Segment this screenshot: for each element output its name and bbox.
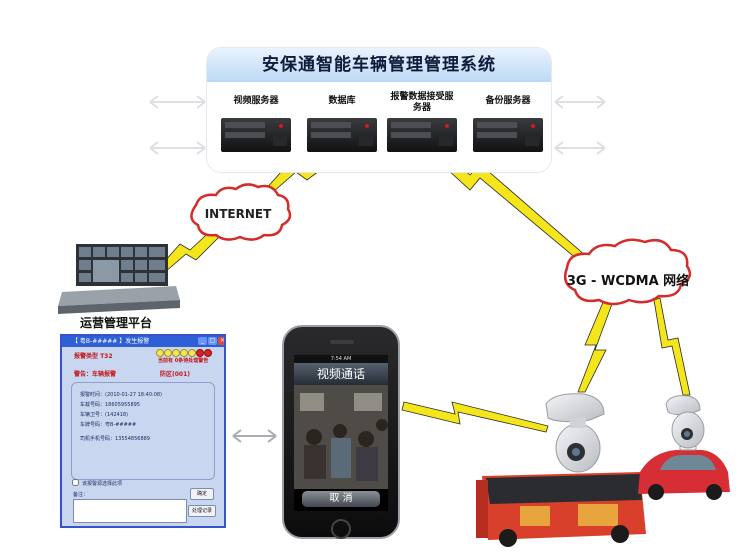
- minimize-button[interactable]: _: [198, 337, 207, 345]
- note-label: 备注：: [73, 492, 89, 498]
- close-button[interactable]: ×: [218, 337, 226, 345]
- video-call-title: 视频通话: [294, 363, 388, 385]
- status-light-icon: [188, 349, 196, 357]
- phone-earpiece: [330, 340, 354, 344]
- maximize-button[interactable]: □: [208, 337, 217, 345]
- status-light-icon: [204, 349, 212, 357]
- pending-status: 当前有 0条待处理警告: [158, 358, 209, 364]
- alert-label: 警告：车辆报警: [74, 371, 117, 378]
- security-camera-icon: [545, 393, 605, 473]
- backup-server-label: 备份服务器: [485, 96, 531, 106]
- alarm-type: 报警类型 T32: [74, 353, 113, 360]
- note-input[interactable]: [73, 499, 187, 523]
- status-light-icon: [180, 349, 188, 357]
- defense-zone: 防区(001): [160, 371, 191, 378]
- database-label: 数据库: [328, 96, 356, 106]
- server-rack-icon: [387, 118, 457, 152]
- confirm-button[interactable]: 确定: [190, 488, 214, 500]
- detail-line: 车载号码：18605955895: [80, 402, 140, 408]
- security-camera-icon: [665, 395, 705, 449]
- server-rack-icon: [221, 118, 291, 152]
- management-system-panel: 安保通智能车辆管理管理系统 视频服务器 数据库 报警数据接受服务器 备份服务器: [207, 48, 551, 172]
- checkbox-label: 该报警源选择此项: [82, 481, 123, 487]
- video-feed: [294, 385, 388, 489]
- status-light-icon: [196, 349, 204, 357]
- alarm-window-title: 【 粤B-##### 】发生报警: [62, 336, 224, 347]
- alarm-detail-box: 报警时间：(2010-01-27 18:40:08) 车载号码：18605955…: [71, 382, 215, 480]
- double-arrow-icon: [232, 429, 277, 443]
- status-light-icon: [172, 349, 180, 357]
- smartphone: 7:54 AM 视频通话 取 消: [282, 325, 400, 539]
- mobile-network-label: 3G - WCDMA 网络: [567, 273, 689, 289]
- home-button[interactable]: [331, 519, 351, 539]
- detail-line: 车辆卫号：(142418): [80, 412, 128, 418]
- status-light-icon: [164, 349, 172, 357]
- cancel-call-button[interactable]: 取 消: [302, 491, 380, 507]
- double-arrow-icon: [149, 95, 606, 155]
- alarm-server-label: 报警数据接受服务器: [390, 92, 454, 113]
- server-rack-icon: [473, 118, 543, 152]
- alarm-source-checkbox[interactable]: [72, 479, 79, 486]
- taxi-illustration: [638, 443, 730, 500]
- alarm-window: 【 粤B-##### 】发生报警 _ □ × 报警类型 T32 当前有 0条待处…: [60, 334, 226, 528]
- platform-caption: 运营管理平台: [80, 316, 153, 330]
- detail-line: 司机手机号码：13554856889: [80, 436, 150, 442]
- video-server-label: 视频服务器: [233, 96, 279, 106]
- record-button[interactable]: 处理记录: [188, 505, 216, 517]
- server-rack-icon: [307, 118, 377, 152]
- detail-line: 报警时间：(2010-01-27 18:40:08): [80, 392, 163, 398]
- system-title: 安保通智能车辆管理管理系统: [207, 48, 551, 82]
- status-bar-time: 7:54 AM: [294, 355, 388, 363]
- phone-screen: 7:54 AM 视频通话 取 消: [294, 355, 388, 511]
- internet-cloud: INTERNET: [190, 183, 292, 241]
- bus-illustration: [476, 472, 646, 547]
- mobile-network-cloud: 3G - WCDMA 网络: [564, 238, 692, 306]
- internet-label: INTERNET: [205, 207, 272, 221]
- control-platform-illustration: [58, 244, 180, 314]
- detail-line: 车牌号码：粤B-#####: [80, 422, 137, 428]
- status-light-icon: [156, 349, 164, 357]
